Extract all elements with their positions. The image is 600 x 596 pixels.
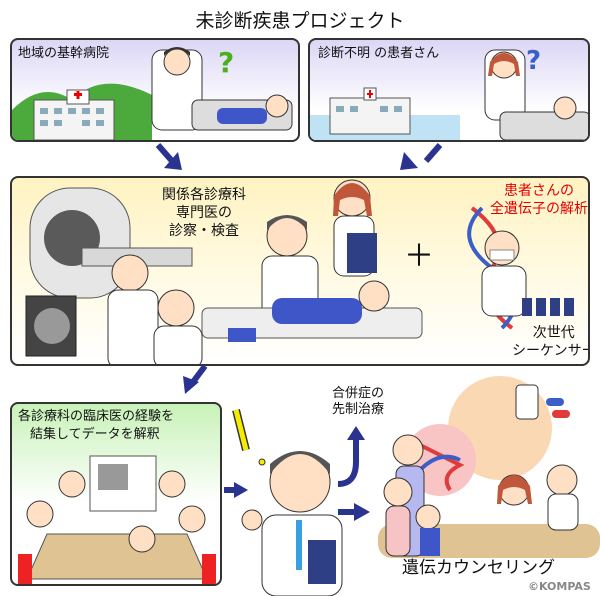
specialists-line: 専門医の (176, 205, 232, 221)
examination-illustration (25, 179, 574, 364)
undiagnosed-patient-panel: 診断不明 の患者さん ? (308, 38, 590, 142)
genetic-counseling-label: 遺伝カウンセリング (402, 558, 555, 578)
question-mark-icon: ? (218, 46, 235, 79)
sequencer-line: 次世代 (532, 325, 575, 341)
hospital-illustration (12, 47, 293, 140)
interpret-line: 各診療科の臨床医の経験を (18, 409, 175, 424)
undiagnosed-patient-label: 診断不明 の患者さん (318, 46, 440, 61)
conference-illustration (18, 455, 216, 584)
patient-illustration (310, 49, 588, 140)
examination-panel: 関係各診療科 専門医の 診察・検査 ＋ 患者さんの 全遺伝子の解析 次世代 シー… (10, 176, 590, 366)
conference-panel: 各診療科の臨床医の経験を 結集してデータを解釈 (10, 402, 222, 586)
preemptive-line: 合併症の (332, 386, 385, 401)
plus-icon: ＋ (404, 239, 434, 274)
genome-analysis-label: 患者さんの 全遺伝子の解析 (490, 182, 588, 218)
preemptive-line: 先制治療 (332, 402, 385, 417)
interpret-label: 各診療科の臨床医の経験を 結集してデータを解釈 (18, 408, 174, 444)
arrow-down-right-icon (400, 152, 418, 170)
specialists-line: 診察・検査 (169, 223, 239, 239)
sequencer-line: シーケンサー (512, 343, 590, 359)
regional-hospital-panel: 地域の基幹病院 ? (10, 38, 300, 142)
sequencer-label: 次世代 シーケンサー (512, 324, 590, 360)
regional-hospital-label: 地域の基幹病院 (18, 46, 110, 61)
interpret-line: 結集してデータを解釈 (30, 427, 160, 442)
specialists-label: 関係各診療科 専門医の 診察・検査 (162, 186, 246, 240)
copyright: ©KOMPAS (528, 580, 591, 593)
question-mark-icon: ? (526, 46, 542, 76)
arrow-down-left-icon (164, 152, 182, 170)
preemptive-treatment-label: 合併症の 先制治療 (332, 386, 384, 418)
genome-line: 全遺伝子の解析 (490, 201, 588, 217)
page-title: 未診断疾患プロジェクト (195, 10, 405, 32)
genome-line: 患者さんの (504, 183, 574, 199)
specialists-line: 関係各診療科 (162, 187, 246, 203)
